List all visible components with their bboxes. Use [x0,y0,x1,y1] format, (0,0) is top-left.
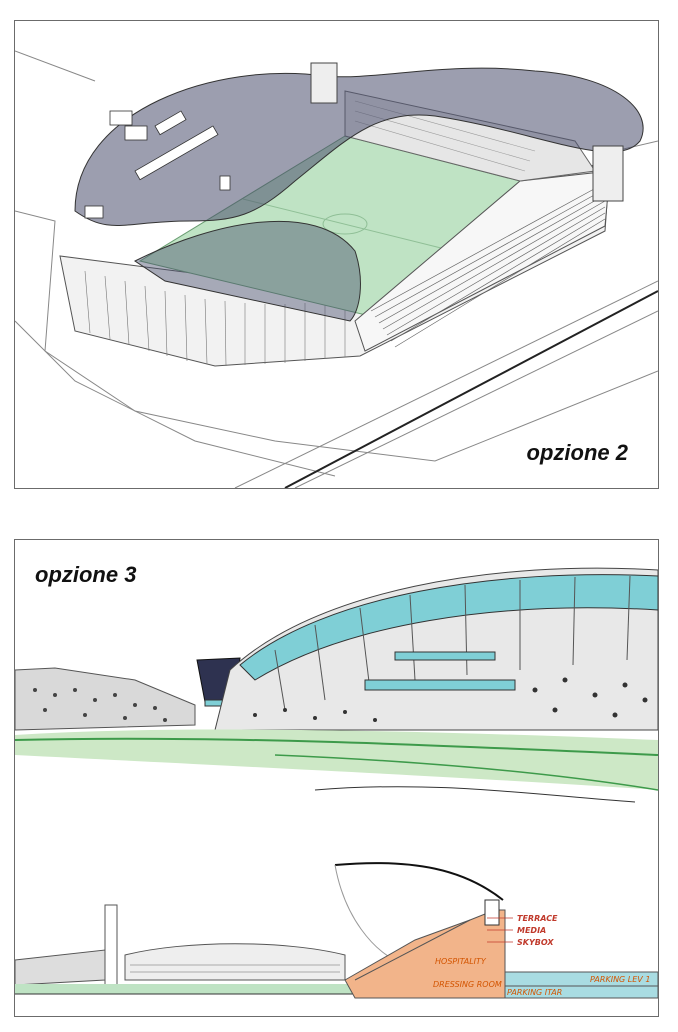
label-parking-lev2: PARKING ITAR [507,988,562,997]
label-hospitality: HOSPITALITY [435,957,487,966]
option-3-caption: opzione 3 [35,562,137,587]
label-skybox: SKYBOX [517,938,554,947]
rendering-option-2: opzione 2 [14,20,659,489]
label-parking-lev1: PARKING LEV 1 [590,975,650,984]
label-media: MEDIA [517,926,546,935]
option-2-caption: opzione 2 [526,440,628,465]
stadium-sketch-drawing: TERRACE MEDIA SKYBOX HOSPITALITY DRESSIN… [15,567,658,999]
label-terrace: TERRACE [517,914,558,923]
label-dressing-room: DRESSING ROOM [433,980,502,989]
stadium-aerial-drawing [15,50,658,488]
rendering-option-3: TERRACE MEDIA SKYBOX HOSPITALITY DRESSIN… [14,539,659,1017]
